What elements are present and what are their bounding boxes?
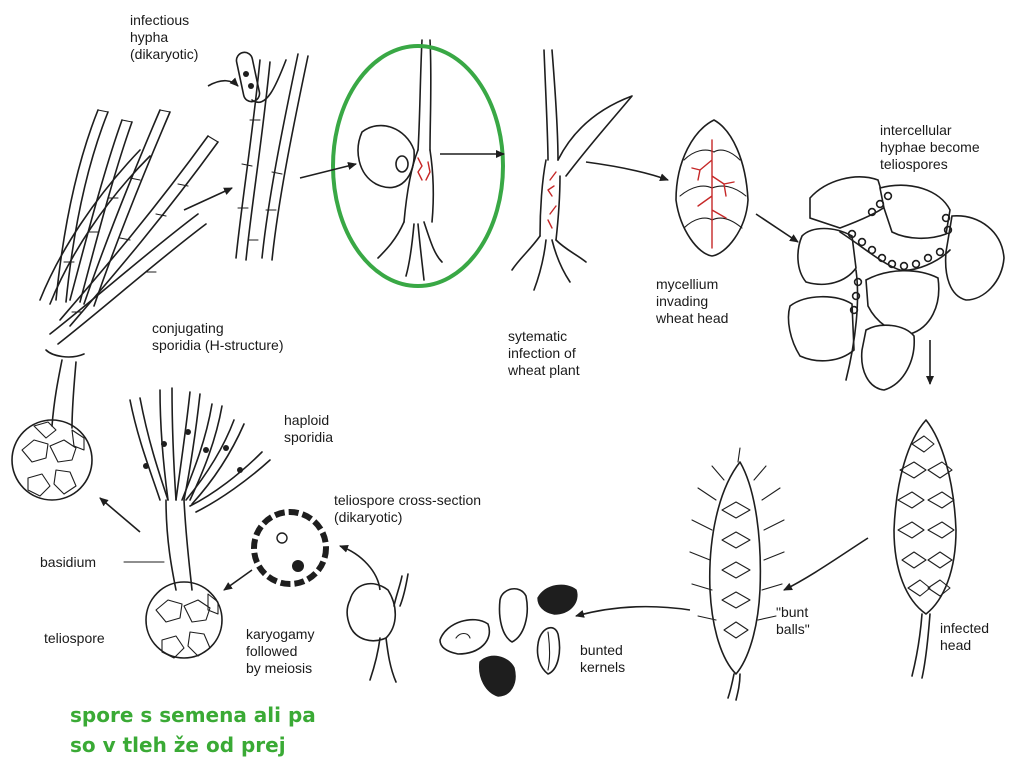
label-systemic-infection: sytematic infection of wheat plant — [508, 328, 580, 379]
basidium-sporidia-illustration — [124, 388, 270, 658]
label-teliospore: teliospore — [44, 630, 105, 647]
arrow-plant-to-head — [586, 162, 668, 180]
bunt-balls-illustration — [690, 448, 784, 700]
label-mycelium-invading: mycellium invading wheat head — [656, 276, 728, 327]
arrow-infected-head-to-bunt — [784, 538, 868, 590]
label-haploid-sporidia: haploid sporidia — [284, 412, 333, 446]
arrow-bunt-to-kernels — [576, 607, 690, 616]
label-karyogamy: karyogamy followed by meiosis — [246, 626, 314, 677]
label-teliospore-cross-section: teliospore cross-section (dikaryotic) — [334, 492, 481, 526]
infectious-hypha-illustration — [235, 51, 308, 260]
annotation-note: spore s semena ali pa so v tleh že od pr… — [70, 700, 316, 760]
conjugating-sporidia-illustration — [12, 110, 218, 500]
bunted-kernels-illustration — [440, 585, 577, 696]
label-bunt-balls: "bunt balls" — [776, 604, 810, 638]
label-conjugating-sporidia: conjugating sporidia (H-structure) — [152, 320, 283, 354]
arrow-hypha-to-seedling — [300, 164, 356, 178]
germinating-kernel-illustration — [347, 574, 408, 682]
arrow-hypha-label — [208, 81, 238, 86]
highlight-ellipse — [333, 46, 503, 286]
arrow-cross-section-to-teliospore — [224, 570, 252, 590]
label-basidium: basidium — [40, 554, 96, 571]
arrow-basidium-to-sporidia — [100, 498, 140, 532]
label-infected-head: infected head — [940, 620, 989, 654]
label-bunted-kernels: bunted kernels — [580, 642, 625, 676]
infected-seedling-illustration — [333, 40, 503, 286]
mycelium-wheat-head-illustration — [676, 120, 748, 256]
teliospore-cross-section-illustration — [254, 512, 326, 584]
label-infectious-hypha: infectious hypha (dikaryotic) — [130, 12, 198, 63]
arrow-head-to-cells — [756, 214, 798, 242]
label-intercellular-hyphae: intercellular hyphae become teliospores — [880, 122, 980, 173]
arrow-sporidia-to-hypha — [184, 188, 232, 210]
intercellular-hyphae-illustration — [788, 177, 1004, 390]
systemic-infection-illustration — [512, 50, 632, 290]
